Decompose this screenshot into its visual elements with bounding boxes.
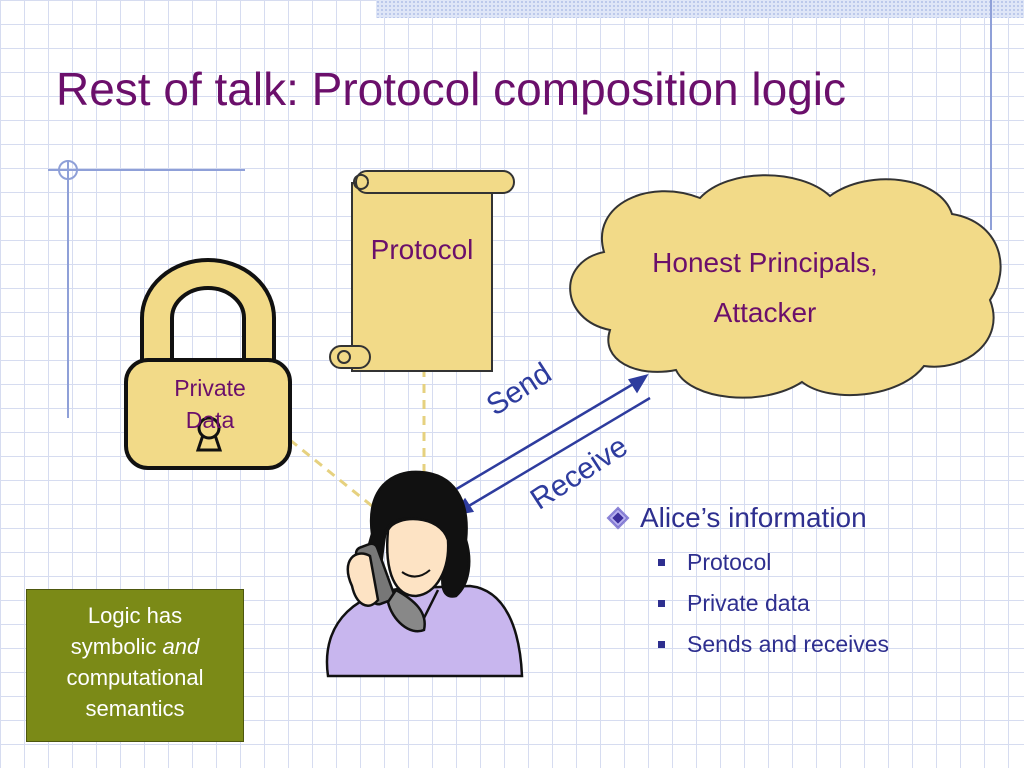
info-item-text: Sends and receives <box>687 631 889 658</box>
alice-info-list: Alice’s information Protocol Private dat… <box>610 502 889 665</box>
cloud-label-line1: Honest Principals, <box>600 238 930 288</box>
info-items: Protocol Private data Sends and receives <box>658 542 889 665</box>
cloud-label-line2: Attacker <box>600 288 930 338</box>
protocol-scroll-icon <box>330 171 514 371</box>
info-heading: Alice’s information <box>640 502 867 534</box>
list-item: Private data <box>658 583 889 624</box>
logic-line2-italic: and <box>162 634 199 659</box>
alice-person-icon <box>327 472 522 676</box>
logic-line2: symbolic and <box>27 631 243 662</box>
logic-line4: semantics <box>27 693 243 724</box>
diamond-bullet-icon <box>607 507 630 530</box>
logic-line2-plain: symbolic <box>71 634 163 659</box>
square-bullet-icon <box>658 559 665 566</box>
send-arrowhead <box>630 376 646 391</box>
padlock-icon <box>126 260 290 468</box>
square-bullet-icon <box>658 641 665 648</box>
logic-callout-box: Logic has symbolic and computational sem… <box>26 589 244 742</box>
info-item-text: Private data <box>687 590 810 617</box>
lock-label: Private Data <box>146 372 274 436</box>
lock-label-line2: Data <box>146 404 274 436</box>
list-item: Protocol <box>658 542 889 583</box>
logic-line3: computational <box>27 662 243 693</box>
scroll-label: Protocol <box>356 234 488 266</box>
info-heading-row: Alice’s information <box>610 502 889 534</box>
logic-line1: Logic has <box>27 600 243 631</box>
info-item-text: Protocol <box>687 549 771 576</box>
cloud-label: Honest Principals, Attacker <box>600 238 930 338</box>
list-item: Sends and receives <box>658 624 889 665</box>
square-bullet-icon <box>658 600 665 607</box>
lock-label-line1: Private <box>146 372 274 404</box>
